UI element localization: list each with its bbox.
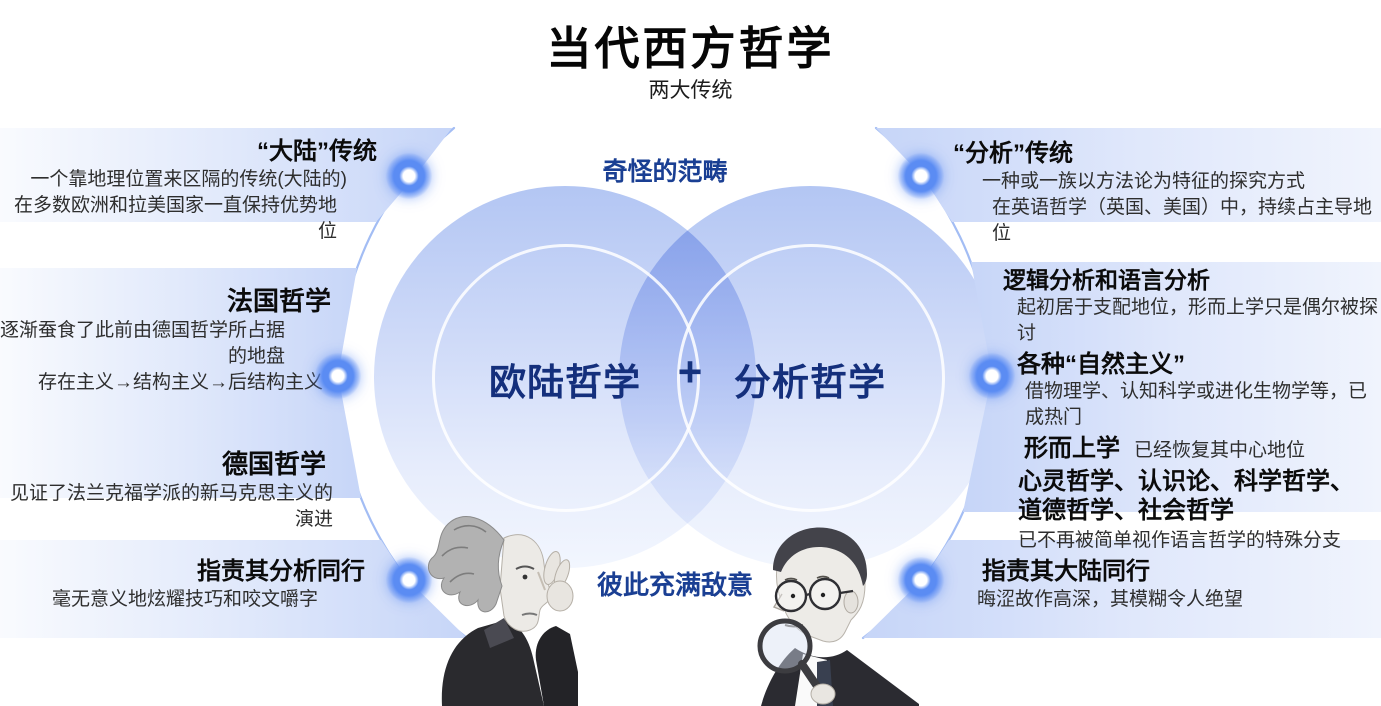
panel-spacer [0,396,333,448]
accuse-continental-title: 指责其大陆同行 [982,558,1150,585]
german-philosophy-title: 德国哲学 [221,449,326,479]
fields-title-line2: 道德哲学、社会哲学 [1018,497,1234,524]
panel-right-top-bg [876,128,1381,222]
continental-tradition-line1: 一个靠地理位置来区隔的传统(大陆的) [30,169,347,190]
analytic-tradition-title: “分析”传统 [953,140,1073,167]
top-center-note: 奇怪的范畴 [602,158,728,186]
panel-accuse-continental: 指责其大陆同行 晦涩故作高深，其模糊令人绝望 [977,556,1377,613]
panel-left-middle-bg [0,268,361,498]
fields-title-line1: 心灵哲学、认识论、科学哲学、 [1018,468,1354,495]
logic-analysis-line: 起初居于支配地位，形而上学只是偶尔被探讨 [1017,297,1379,344]
glow-dot-right-top [898,153,944,199]
fields-line: 已不再被简单视作语言哲学的特殊分支 [1018,530,1342,551]
plus-icon: + [677,348,703,395]
analytic-inner-ring [677,244,945,512]
glow-dot-left-top [386,153,432,199]
panel-accuse-analytic: 指责其分析同行 毫无意义地炫耀技巧和咬文嚼字 [0,556,368,613]
panel-left-top-bg [0,128,452,222]
naturalism-line: 借物理学、认知科学或进化生物学等，已成热门 [1025,381,1368,428]
page-subtitle: 两大传统 [648,79,733,102]
continental-philosopher-portrait [428,516,578,706]
panel-continental-tradition: “大陆”传统 一个靠地理位置来区隔的传统(大陆的) 在多数欧洲和拉美国家一直保持… [0,136,380,245]
panel-french-german: 法国哲学 逐渐蚕食了此前由德国哲学所占据的地盘 存在主义→结构主义→后结构主义 … [0,285,333,533]
french-philosophy-line1: 逐渐蚕食了此前由德国哲学所占据的地盘 [0,320,286,367]
panel-analytic-tradition: “分析”传统 一种或一族以方法论为特征的探究方式 在英语哲学（英国、美国）中，持… [953,138,1373,247]
analytic-tradition-line1: 一种或一族以方法论为特征的探究方式 [982,171,1306,192]
analytic-tradition-line2: 在英语哲学（英国、美国）中，持续占主导地位 [992,197,1373,244]
analytic-philosopher-portrait [757,527,919,706]
glow-dot-left-bottom [386,557,432,603]
accuse-analytic-line1: 毫无意义地炫耀技巧和咬文嚼字 [51,589,318,610]
french-philosophy-line2: 存在主义→结构主义→后结构主义 [37,372,323,393]
glow-dot-right-bottom [898,557,944,603]
accuse-analytic-title: 指责其分析同行 [197,558,365,585]
accuse-continental-line1: 晦涩故作高深，其模糊令人绝望 [977,589,1244,610]
analytic-circle-label: 分析哲学 [734,362,886,403]
page-title: 当代西方哲学 [546,23,835,74]
continental-tradition-title: “大陆”传统 [257,138,377,165]
panel-right-bottom-bg [863,540,1381,638]
glow-dot-left-middle [315,353,361,399]
glow-dot-right-middle [969,353,1015,399]
panel-right-middle-bg [963,262,1381,512]
metaphysics-title: 形而上学 [1024,435,1120,462]
bottom-center-note: 彼此充满敌意 [596,570,753,600]
metaphysics-row: 形而上学已经恢复其中心地位 [1024,434,1378,464]
panel-analytic-topics: 逻辑分析和语言分析 起初居于支配地位，形而上学只是偶尔被探讨 各种“自然主义” … [1003,265,1378,554]
continental-tradition-line2: 在多数欧洲和拉美国家一直保持优势地位 [13,195,337,242]
continental-circle-label: 欧陆哲学 [489,362,641,403]
naturalism-title: 各种“自然主义” [1017,351,1185,378]
logic-analysis-title: 逻辑分析和语言分析 [1003,267,1210,293]
german-philosophy-line1: 见证了法兰克福学派的新马克思主义的演进 [9,483,333,530]
metaphysics-note: 已经恢复其中心地位 [1134,440,1306,461]
french-philosophy-title: 法国哲学 [226,286,331,316]
